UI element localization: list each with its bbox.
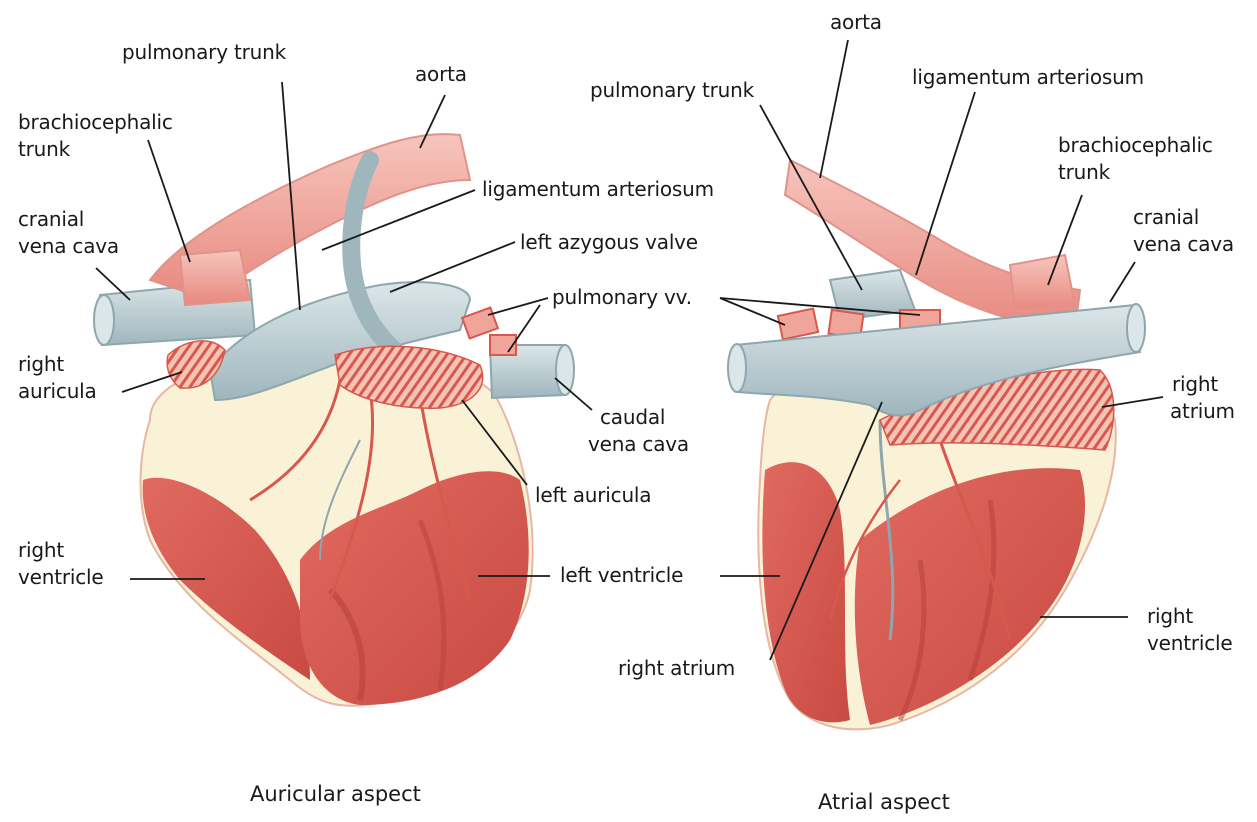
label-left-auricula: left auricula	[535, 483, 651, 508]
label-pulmonary-trunk-left: pulmonary trunk	[122, 40, 286, 65]
label-ligamentum-arteriosum-left: ligamentum arteriosum	[482, 177, 714, 202]
right-heart-illustration	[728, 160, 1145, 729]
label-left-ventricle: left ventricle	[560, 563, 683, 588]
label-aorta-left: aorta	[415, 62, 467, 87]
leader-brachiocephalic-left	[148, 140, 190, 262]
label-right-ventricle-right-line2: ventricle	[1147, 631, 1233, 656]
leader-left-azygous-valve	[390, 242, 515, 292]
label-cranial-vena-cava-right-line1: cranial	[1133, 205, 1199, 230]
label-cranial-vena-cava-left-line1: cranial	[18, 207, 84, 232]
label-right-ventricle-left-line2: ventricle	[18, 565, 104, 590]
label-right-atrium-right-line2: atrium	[1170, 399, 1235, 424]
label-right-ventricle-right-line1: right	[1147, 604, 1193, 629]
label-right-atrium-shared: right atrium	[618, 656, 735, 681]
label-cranial-vena-cava-left-line2: vena cava	[18, 234, 119, 259]
label-ligamentum-arteriosum-right: ligamentum arteriosum	[912, 65, 1144, 90]
caption-atrial-aspect: Atrial aspect	[818, 790, 950, 814]
label-caudal-vena-cava-line1: caudal	[600, 405, 665, 430]
caption-auricular-aspect: Auricular aspect	[250, 782, 421, 806]
label-brachiocephalic-trunk-right-line1: brachiocephalic	[1058, 133, 1213, 158]
label-right-auricula-line2: auricula	[18, 379, 97, 404]
left-heart-illustration	[94, 134, 574, 706]
label-left-azygous-valve: left azygous valve	[520, 230, 698, 255]
label-right-auricula-line1: right	[18, 352, 64, 377]
label-aorta-right: aorta	[830, 10, 882, 35]
label-cranial-vena-cava-right-line2: vena cava	[1133, 232, 1234, 257]
label-right-atrium-right-line1: right	[1172, 372, 1218, 397]
label-pulmonary-trunk-right: pulmonary trunk	[590, 78, 754, 103]
label-brachiocephalic-trunk-left-line2: trunk	[18, 137, 70, 162]
label-pulmonary-vv: pulmonary vv.	[552, 285, 692, 310]
label-brachiocephalic-trunk-right-line2: trunk	[1058, 160, 1110, 185]
leader-cranial-vena-cava-right	[1110, 262, 1135, 302]
label-caudal-vena-cava-line2: vena cava	[588, 432, 689, 457]
leader-aorta-right	[820, 40, 848, 178]
label-brachiocephalic-trunk-left-line1: brachiocephalic	[18, 110, 173, 135]
label-right-ventricle-left-line1: right	[18, 538, 64, 563]
